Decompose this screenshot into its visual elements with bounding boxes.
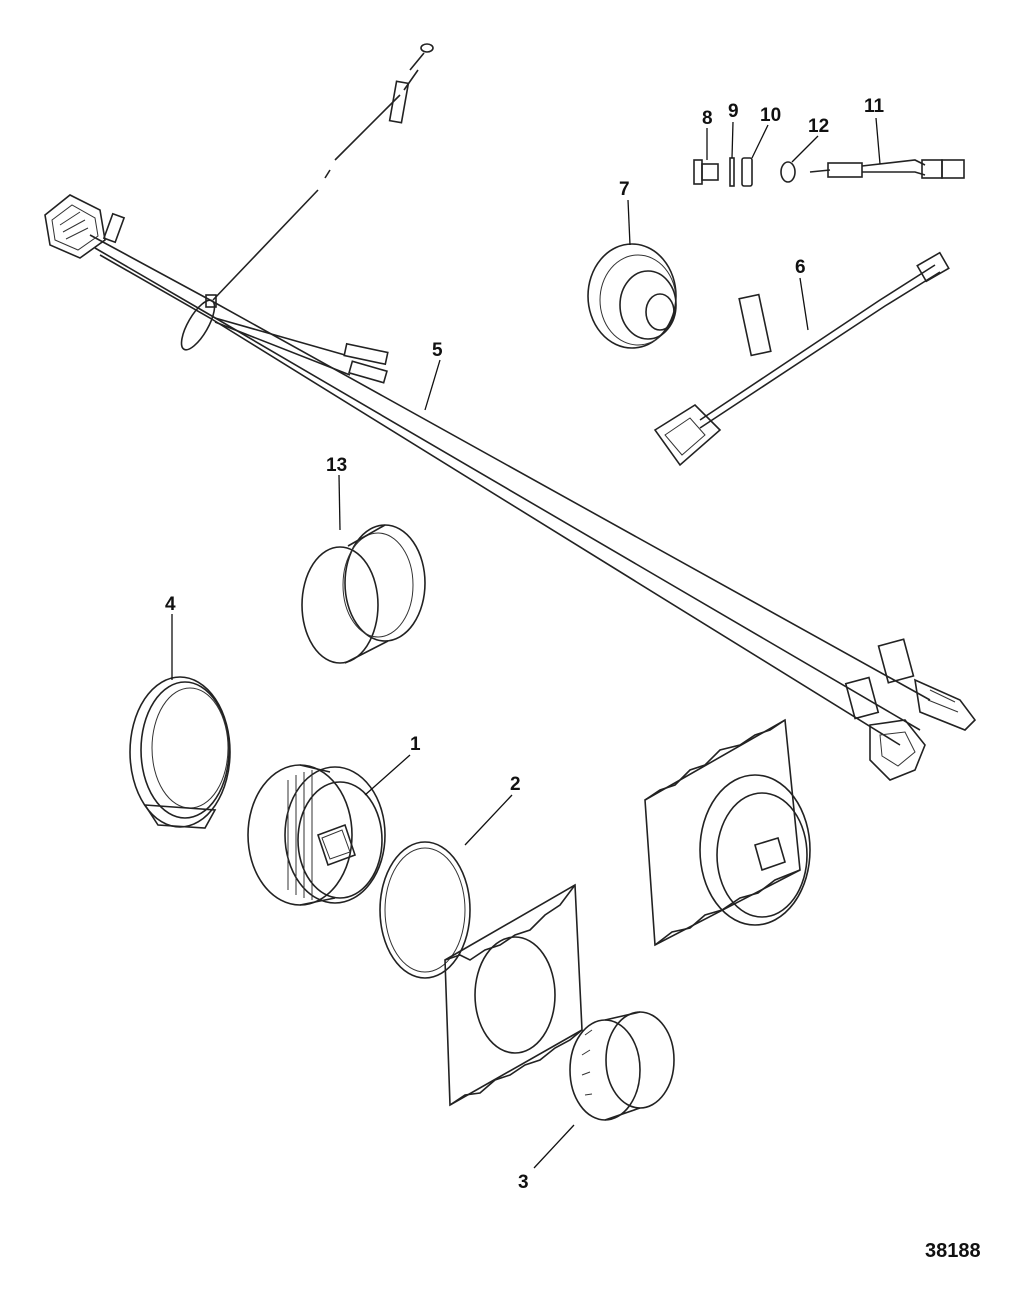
gasket-part-2 <box>379 841 471 979</box>
callout-3: 3 <box>518 1172 529 1193</box>
callout-10: 10 <box>760 105 781 126</box>
callout-12: 12 <box>808 116 829 137</box>
can-harness-part-6 <box>653 251 950 467</box>
retaining-nut-part-3 <box>569 1011 675 1121</box>
callout-6: 6 <box>795 257 806 278</box>
left-harness-connector <box>44 194 126 259</box>
washer-part-9 <box>729 157 735 187</box>
callout-4: 4 <box>165 594 176 615</box>
grommet-part-7 <box>587 243 677 349</box>
callout-9: 9 <box>728 101 739 122</box>
o-ring-part-12 <box>780 161 796 183</box>
wiring-harness-part-5 <box>44 43 977 781</box>
callout-1: 1 <box>410 734 421 755</box>
gauge-body-part-1 <box>247 764 386 906</box>
figure-number: 38188 <box>925 1240 981 1262</box>
right-harness-connectors <box>844 638 977 781</box>
leader-lines <box>171 117 881 1169</box>
callout-11: 11 <box>864 96 885 117</box>
sender-part-11 <box>809 159 965 179</box>
installed-assembly-view <box>644 718 811 947</box>
callout-2: 2 <box>510 774 521 795</box>
callout-8: 8 <box>702 108 713 129</box>
callout-13: 13 <box>326 455 347 476</box>
dash-panel-section <box>444 883 583 1107</box>
nut-part-10 <box>741 157 753 187</box>
cover-ring-part-13 <box>301 524 426 664</box>
callout-7: 7 <box>619 179 630 200</box>
fastener-part-8 <box>693 159 719 185</box>
bezel-part-4 <box>129 676 231 829</box>
callout-labels: 8 9 10 12 11 7 6 5 13 4 1 2 3 <box>165 96 885 1193</box>
callout-5: 5 <box>432 340 443 361</box>
